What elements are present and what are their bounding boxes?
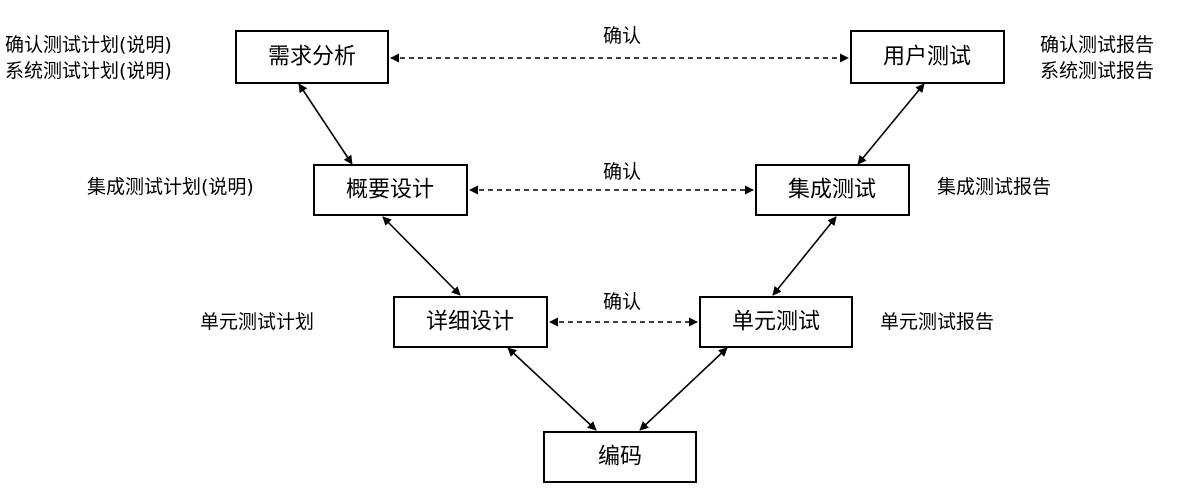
arrow-requirements-outline: [298, 83, 353, 165]
box-user-test-label: 用户测试: [883, 45, 971, 70]
right-note-bottom: 单元测试报告: [880, 311, 994, 333]
box-integration-test: 集成测试: [755, 164, 910, 216]
left-note-top-line1: 确认测试计划(说明): [5, 34, 172, 56]
arrow-coding-unit: [639, 347, 728, 431]
box-integration-test-label: 集成测试: [788, 178, 876, 203]
right-note-top-line2: 系统测试报告: [1040, 60, 1154, 82]
right-note-middle: 集成测试报告: [937, 176, 1051, 198]
box-unit-test-label: 单元测试: [732, 310, 820, 335]
box-coding: 编码: [543, 431, 697, 483]
box-detail-design-label: 详细设计: [426, 310, 514, 335]
arrow-detail-coding: [507, 347, 597, 431]
box-requirements-label: 需求分析: [268, 45, 356, 70]
confirm-label-top: 确认: [603, 25, 641, 47]
box-outline-design-label: 概要设计: [346, 178, 434, 203]
arrow-unit-integration: [772, 216, 837, 296]
box-coding-label: 编码: [598, 445, 642, 470]
box-requirements: 需求分析: [235, 30, 389, 84]
confirm-label-middle: 确认: [603, 161, 641, 183]
confirm-label-bottom: 确认: [603, 291, 641, 313]
arrow-integration-user: [857, 83, 925, 165]
left-note-middle: 集成测试计划(说明): [87, 176, 254, 198]
box-user-test: 用户测试: [850, 30, 1005, 84]
right-note-top-line1: 确认测试报告: [1040, 34, 1154, 56]
left-note-top-line2: 系统测试计划(说明): [5, 60, 172, 82]
left-note-bottom: 单元测试计划: [200, 311, 314, 333]
box-unit-test: 单元测试: [699, 296, 853, 348]
box-outline-design: 概要设计: [313, 164, 468, 216]
arrow-outline-detail: [382, 216, 461, 296]
box-detail-design: 详细设计: [393, 296, 548, 348]
